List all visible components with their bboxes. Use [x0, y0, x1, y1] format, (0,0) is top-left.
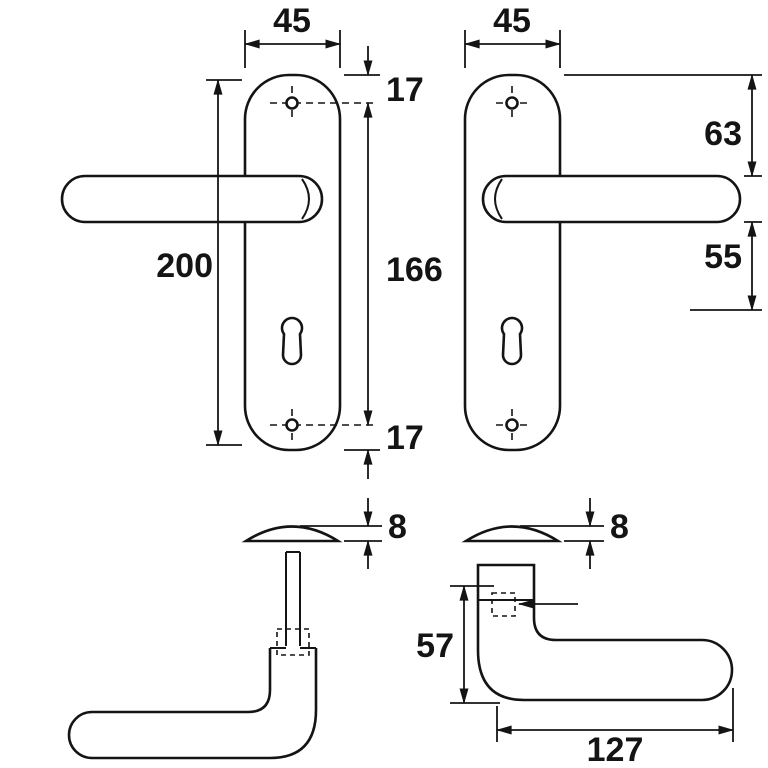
- right-handle-profile: [476, 563, 734, 702]
- dim-label-57: 57: [416, 627, 454, 665]
- left-backplate: [243, 73, 342, 452]
- dim-label-63: 63: [704, 115, 742, 153]
- dim-label-17-top: 17: [386, 71, 424, 109]
- right-view-dimensions: 45 63 55: [463, 2, 762, 312]
- right-rose-profile: [461, 525, 563, 543]
- dim-label-55: 55: [704, 238, 742, 276]
- left-handle-profile: [67, 648, 318, 760]
- left-bottom-screw-hole: [285, 418, 299, 432]
- left-handle-front-view: [60, 73, 378, 452]
- right-lever-neck-curve: [494, 178, 503, 220]
- right-backplate: [463, 73, 562, 452]
- right-keyhole: [500, 316, 524, 366]
- right-lever: [481, 174, 742, 224]
- left-keyhole: [280, 316, 304, 366]
- dim-label-17-bottom: 17: [386, 419, 424, 457]
- left-rose-profile: [241, 525, 343, 543]
- right-top-screw-hole: [505, 96, 519, 110]
- dim-label-166: 166: [386, 251, 443, 289]
- dim-label-45-right: 45: [493, 2, 531, 40]
- right-hidden-screw: [491, 592, 516, 617]
- right-bottom-screw-hole: [505, 418, 519, 432]
- dim-label-8-left: 8: [388, 508, 407, 546]
- dim-label-200: 200: [156, 247, 213, 285]
- dim-label-8-right: 8: [610, 508, 629, 546]
- left-hidden-screw: [276, 628, 310, 656]
- left-lever-neck-curve: [301, 178, 310, 220]
- left-top-screw-hole: [285, 96, 299, 110]
- left-handle-side-view: 8: [67, 498, 407, 760]
- dim-label-45-left: 45: [273, 2, 311, 40]
- right-handle-side-view: 8 57 127: [416, 498, 735, 768]
- right-handle-front-view: [463, 73, 742, 452]
- left-lever: [60, 174, 324, 224]
- dim-label-127: 127: [587, 731, 644, 768]
- left-view-dimensions: 45 200 17 166 17: [156, 2, 443, 479]
